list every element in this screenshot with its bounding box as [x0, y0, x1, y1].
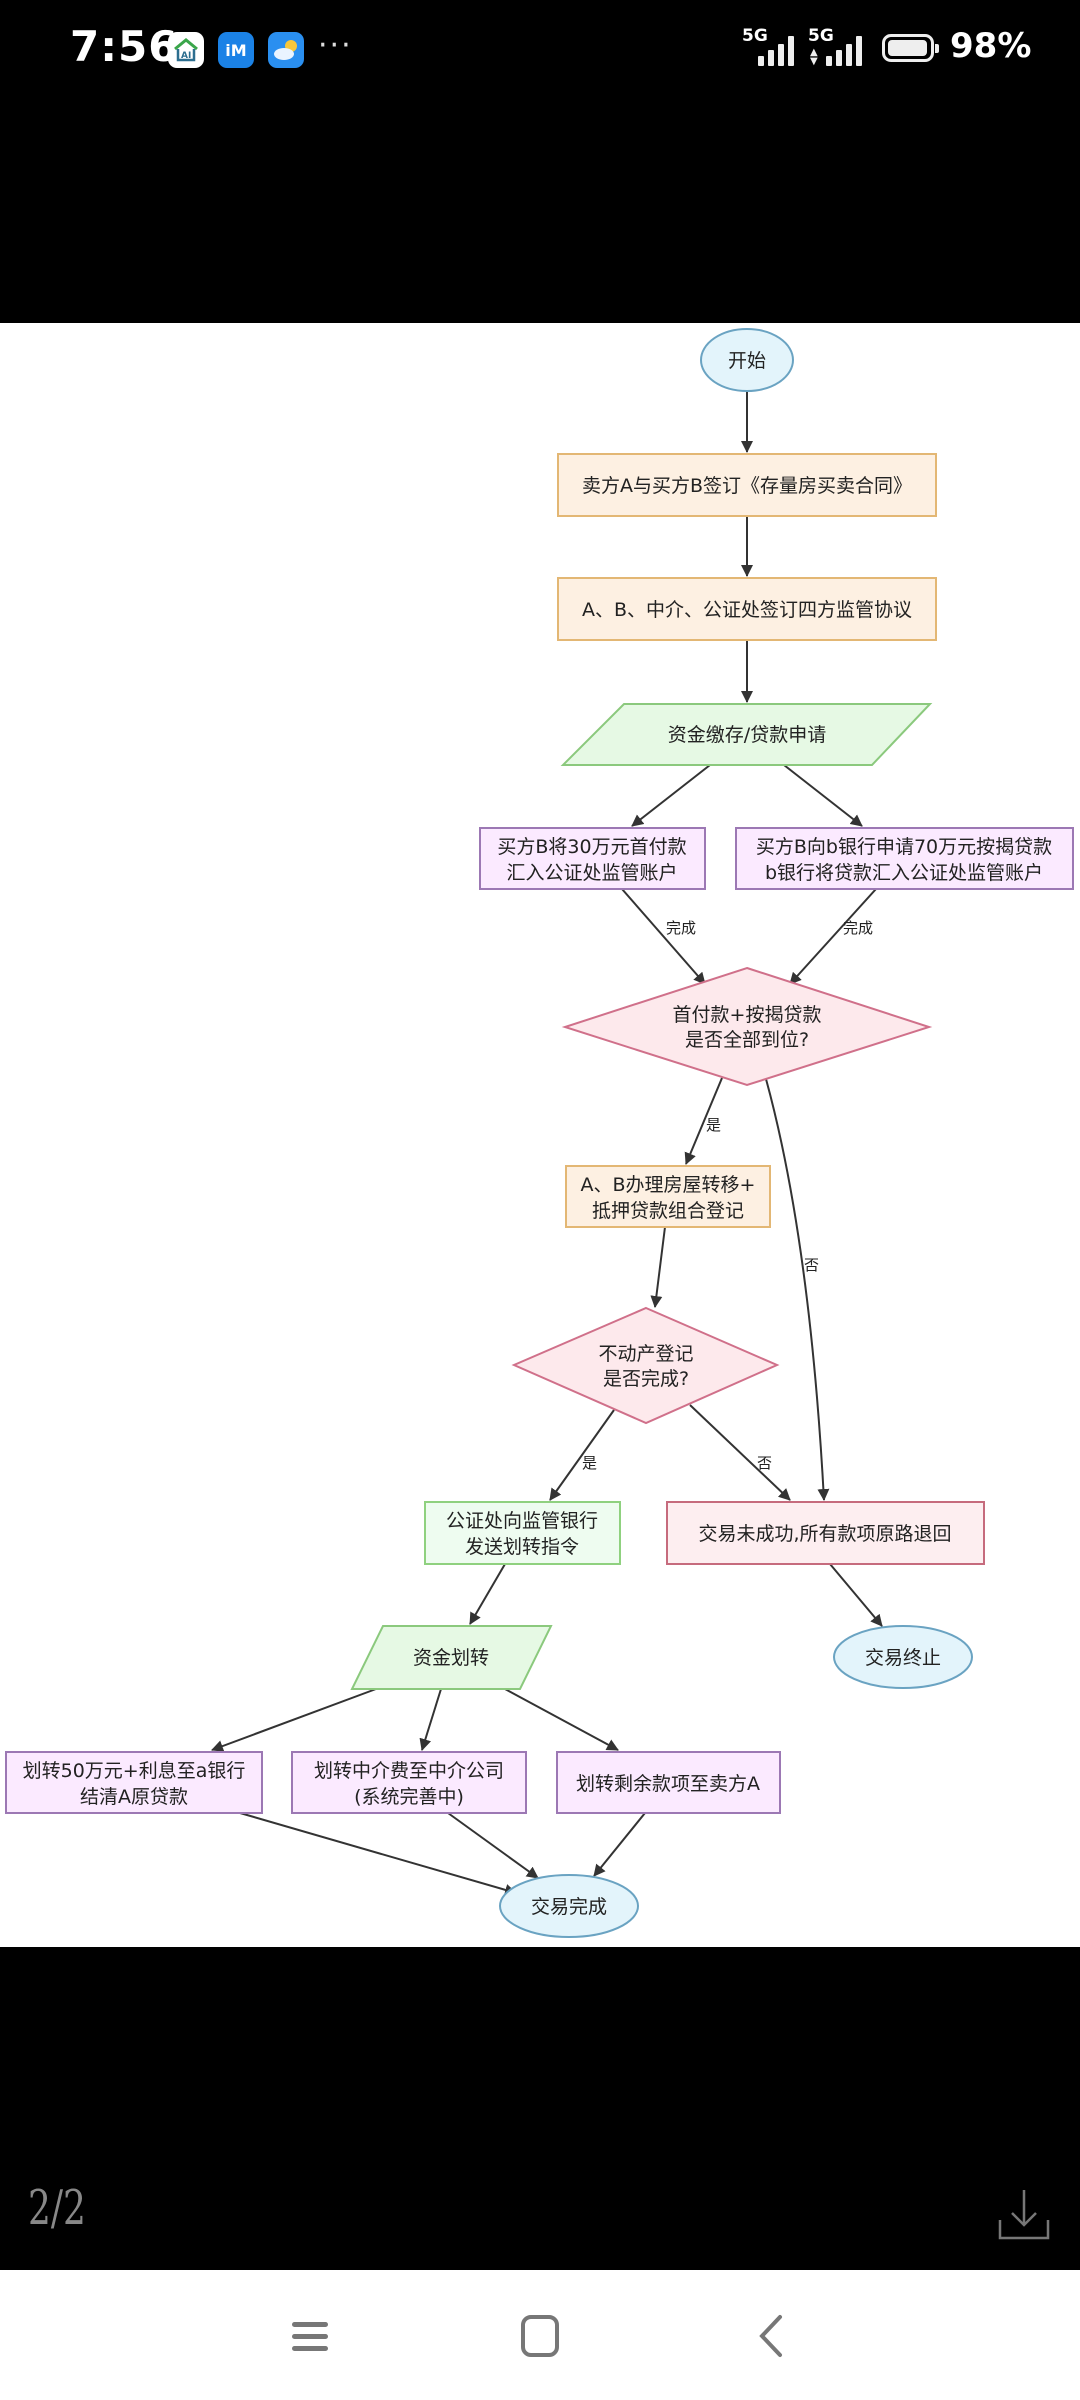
weather-app-icon — [268, 32, 304, 68]
edge-label-yes-2: 是 — [582, 1454, 597, 1472]
node-pay-bank: 划转50万元+利息至a银行 结清A原贷款 — [5, 1751, 263, 1814]
svg-text:划转50万元+利息至a银行: 划转50万元+利息至a银行 — [23, 1760, 246, 1782]
edge-bank-completed — [239, 1812, 517, 1896]
signal-2-bars-icon — [826, 36, 862, 66]
svg-text:交易终止: 交易终止 — [865, 1647, 941, 1669]
node-sign-contract: 卖方A与买方B签订《存量房买卖合同》 — [557, 453, 937, 517]
edge-check-no-failed — [765, 1078, 830, 1501]
edge-seller-completed — [593, 1812, 646, 1877]
node-registration: A、B办理房屋转移+ 抵押贷款组合登记 — [565, 1165, 771, 1228]
svg-text:b银行将贷款汇入公证处监管账户: b银行将贷款汇入公证处监管账户 — [765, 862, 1043, 884]
home-square-icon — [521, 2315, 559, 2357]
signal-1-bars-icon — [758, 36, 794, 66]
page-indicator: 2/2 — [28, 2180, 86, 2236]
svg-text:开始: 开始 — [728, 350, 766, 372]
node-transfer-order: 公证处向监管银行 发送划转指令 — [424, 1501, 621, 1565]
edge-check-yes-registration — [684, 1077, 723, 1165]
home-button[interactable] — [510, 2306, 570, 2366]
node-pay-agent: 划转中介费至中介公司 (系统完善中) — [291, 1751, 527, 1814]
node-loan: 买方B向b银行申请70万元按揭贷款 b银行将贷款汇入公证处监管账户 — [735, 827, 1074, 890]
svg-text:发送划转指令: 发送划转指令 — [465, 1536, 579, 1558]
menu-icon — [292, 2322, 328, 2351]
edge-agent-completed — [447, 1812, 539, 1879]
svg-text:首付款+按揭贷款: 首付款+按揭贷款 — [673, 1004, 822, 1026]
svg-text:AI: AI — [181, 51, 191, 61]
edge-loan-check — [789, 888, 877, 985]
svg-text:资金划转: 资金划转 — [413, 1647, 489, 1669]
node-check-funds: 首付款+按揭贷款 是否全部到位? — [561, 966, 933, 1087]
node-funds-deposit: 资金缴存/贷款申请 — [560, 703, 933, 766]
svg-text:汇入公证处监管账户: 汇入公证处监管账户 — [506, 862, 677, 884]
node-terminated: 交易终止 — [833, 1625, 973, 1689]
edge-transfer-seller — [504, 1688, 619, 1751]
battery-icon — [882, 34, 939, 62]
edge-transfer-agent — [419, 1688, 442, 1751]
svg-text:公证处向监管银行: 公证处向监管银行 — [446, 1510, 598, 1532]
flowchart: 完成 完成 是 否 是 否 开始 卖方A与买方B签订《存量房买卖合同》 A、B、… — [5, 328, 1074, 1938]
back-chevron-icon — [759, 2315, 782, 2357]
node-completed: 交易完成 — [499, 1874, 639, 1938]
more-notifications-icon: ··· — [318, 28, 353, 63]
battery-percent: 98% — [950, 26, 1032, 66]
im-app-icon: iM — [218, 32, 254, 68]
data-arrows-icon: ▲▼ — [810, 47, 818, 67]
ai-home-app-icon: AI — [168, 32, 204, 68]
node-failed: 交易未成功,所有款项原路退回 — [666, 1501, 985, 1565]
status-bar: 7:56 AI iM ··· 5G 5G ▲▼ 98% — [0, 0, 1080, 100]
svg-text:结清A原贷款: 结清A原贷款 — [80, 1786, 188, 1808]
node-down-payment: 买方B将30万元首付款 汇入公证处监管账户 — [479, 827, 706, 890]
svg-text:资金缴存/贷款申请: 资金缴存/贷款申请 — [668, 724, 826, 746]
svg-text:是否完成?: 是否完成? — [603, 1368, 689, 1390]
navigation-bar — [0, 2270, 1080, 2400]
signal-1-label: 5G — [742, 26, 768, 46]
node-pay-seller: 划转剩余款项至卖方A — [556, 1751, 781, 1814]
svg-text:划转中介费至中介公司: 划转中介费至中介公司 — [314, 1760, 504, 1782]
edge-label-done-left: 完成 — [666, 919, 696, 937]
clock: 7:56 — [70, 22, 179, 71]
edge-check2-no-failed — [689, 1404, 791, 1501]
svg-text:A、B、中介、公证处签订四方监管协议: A、B、中介、公证处签订四方监管协议 — [582, 599, 912, 621]
edge-check2-yes-order — [549, 1409, 615, 1501]
edge-funds-downpayment — [631, 764, 711, 827]
image-viewer[interactable]: 完成 完成 是 否 是 否 开始 卖方A与买方B签订《存量房买卖合同》 A、B、… — [0, 323, 1080, 1947]
im-icon-label: iM — [225, 40, 247, 60]
node-sign-agreement: A、B、中介、公证处签订四方监管协议 — [557, 577, 937, 641]
download-icon — [998, 2190, 1050, 2240]
edge-registration-check2 — [650, 1226, 666, 1308]
svg-text:交易完成: 交易完成 — [531, 1896, 607, 1918]
svg-text:A、B办理房屋转移+: A、B办理房屋转移+ — [581, 1174, 756, 1196]
svg-text:不动产登记: 不动产登记 — [598, 1343, 693, 1365]
back-button[interactable] — [740, 2306, 800, 2366]
node-fund-transfer: 资金划转 — [350, 1625, 553, 1690]
svg-text:买方B向b银行申请70万元按揭贷款: 买方B向b银行申请70万元按揭贷款 — [756, 836, 1052, 858]
edge-downpayment-check — [621, 888, 706, 985]
edge-order-transfer — [469, 1563, 506, 1625]
svg-text:买方B将30万元首付款: 买方B将30万元首付款 — [497, 836, 686, 858]
svg-text:卖方A与买方B签订《存量房买卖合同》: 卖方A与买方B签订《存量房买卖合同》 — [582, 475, 912, 497]
svg-text:抵押贷款组合登记: 抵押贷款组合登记 — [592, 1200, 744, 1222]
node-start: 开始 — [700, 328, 794, 392]
svg-text:划转剩余款项至卖方A: 划转剩余款项至卖方A — [576, 1773, 760, 1795]
edge-label-no-1: 否 — [804, 1256, 819, 1274]
edge-transfer-bank — [211, 1688, 377, 1752]
signal-2-label: 5G — [808, 26, 834, 46]
recent-apps-button[interactable] — [280, 2306, 340, 2366]
edge-funds-loan — [783, 764, 863, 827]
edge-label-yes-1: 是 — [706, 1116, 721, 1134]
svg-text:交易未成功,所有款项原路退回: 交易未成功,所有款项原路退回 — [698, 1523, 951, 1545]
svg-text:(系统完善中): (系统完善中) — [354, 1786, 464, 1808]
svg-text:是否全部到位?: 是否全部到位? — [685, 1029, 809, 1051]
edge-label-done-right: 完成 — [843, 919, 873, 937]
download-button[interactable] — [996, 2186, 1052, 2242]
node-check-registration: 不动产登记 是否完成? — [511, 1306, 780, 1425]
cloud-sun-icon — [274, 40, 297, 60]
edge-label-no-2: 否 — [757, 1454, 772, 1472]
house-icon: AI — [174, 38, 198, 62]
edge-failed-terminated — [829, 1563, 883, 1627]
